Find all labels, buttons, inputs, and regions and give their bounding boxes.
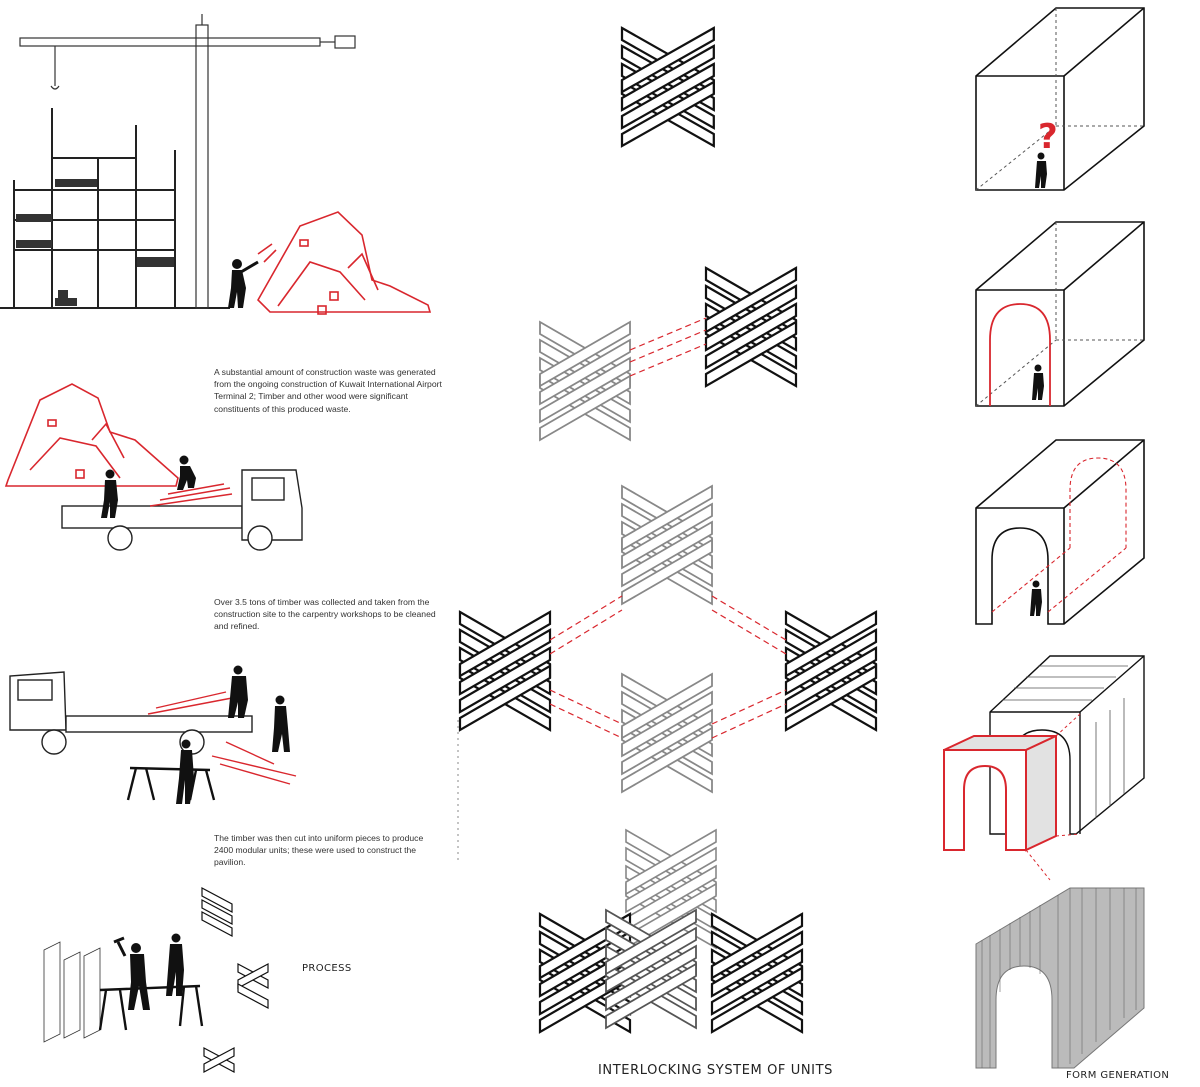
interlocking-diagrams	[458, 26, 878, 1034]
unit-ring-right	[784, 610, 878, 732]
unit-ring-top	[621, 485, 713, 605]
workers-loading	[101, 455, 196, 518]
pavilion-guide-lines	[1025, 713, 1081, 881]
caption-transport: Over 3.5 tons of timber was collected an…	[214, 597, 436, 632]
unit-assembly-right	[710, 912, 804, 1034]
cube-question	[975, 7, 1145, 191]
timber-stack-1	[149, 483, 233, 507]
timber-waste-pile-2	[4, 383, 179, 487]
arch-frame-red	[943, 734, 1057, 852]
form-diagrams: ?	[943, 7, 1145, 1069]
person-figure-2	[1032, 364, 1044, 400]
carpenter-with-hammer	[113, 933, 184, 1010]
sawhorses	[126, 766, 216, 801]
person-figure-1	[1035, 152, 1047, 188]
process-column: A substantial amount of construction was…	[0, 0, 460, 1087]
label-interlocking: INTERLOCKING SYSTEM OF UNITS	[598, 1063, 833, 1078]
scaffold-boards	[16, 179, 174, 306]
label-process: PROCESS	[302, 963, 352, 974]
lumber-stack-vertical	[43, 941, 101, 1043]
caption-cutting: The timber was then cut into uniform pie…	[214, 833, 424, 868]
unit-ring-bottom	[621, 673, 713, 793]
workers-unloading	[176, 665, 290, 804]
ring-connector-lines	[549, 595, 787, 739]
tower-crane	[19, 14, 356, 309]
arch-outline-red	[989, 303, 1051, 406]
unit-pair-black	[704, 266, 798, 388]
timber-waste-pile-1	[257, 211, 432, 315]
construction-site-scaffold	[0, 108, 230, 309]
unit-single	[620, 26, 715, 148]
person-figure-3	[1030, 580, 1042, 616]
worker-pointing	[228, 259, 259, 308]
form-generation-column: ?	[920, 0, 1200, 1087]
cube-arch-tunnel	[975, 439, 1145, 625]
cube-arch-outline	[975, 221, 1145, 407]
slatted-pavilion	[989, 655, 1145, 835]
final-pavilion-render	[975, 887, 1145, 1069]
pair-connector-lines	[629, 317, 707, 377]
workbench	[98, 984, 204, 1031]
caption-waste: A substantial amount of construction was…	[214, 367, 442, 414]
interlocking-column: INTERLOCKING SYSTEM OF UNITS	[458, 0, 920, 1087]
label-form-generation: FORM GENERATION	[1066, 1070, 1170, 1081]
arch-tunnel-red	[991, 457, 1127, 613]
unit-pair-gray	[539, 321, 631, 441]
unit-ring-left	[458, 610, 552, 732]
timber-stack-2	[147, 691, 297, 785]
question-mark: ?	[1038, 117, 1058, 157]
modular-units-small	[201, 887, 269, 1073]
truck-2	[9, 671, 253, 755]
process-illustrations	[0, 14, 459, 1073]
